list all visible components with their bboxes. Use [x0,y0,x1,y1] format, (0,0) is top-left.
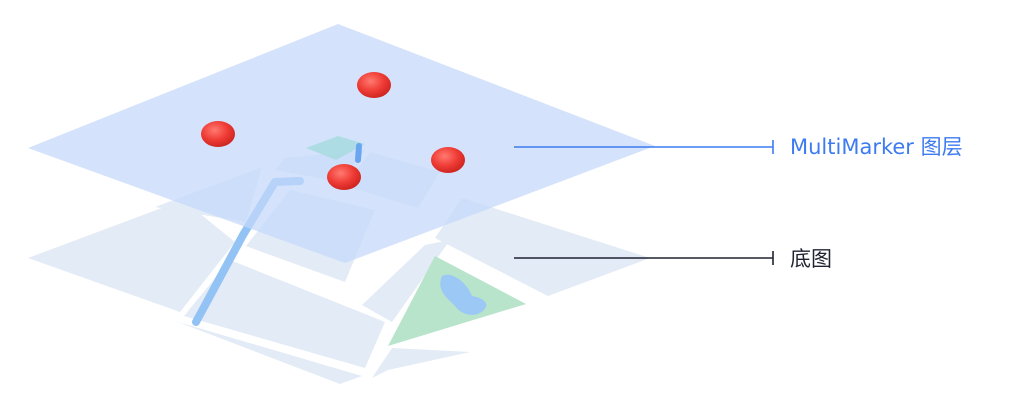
city-block [178,322,362,384]
city-block [28,200,235,312]
park-overlap [306,136,365,160]
route-overlap [355,143,362,163]
map-marker[interactable] [201,121,235,147]
lake [440,274,487,315]
marker-layer [28,24,655,263]
map-markers [201,72,465,190]
map-marker[interactable] [431,147,465,173]
map-marker[interactable] [357,72,391,98]
callout-marker-layer [514,140,774,154]
marker-layer-label: MultiMarker 图层 [790,135,963,159]
city-block [435,198,650,296]
callout-base-map [514,251,774,265]
city-block [372,348,470,378]
base-map-label: 底图 [790,247,832,271]
map-marker[interactable] [327,164,361,190]
city-block [362,240,450,322]
city-block [184,260,385,368]
